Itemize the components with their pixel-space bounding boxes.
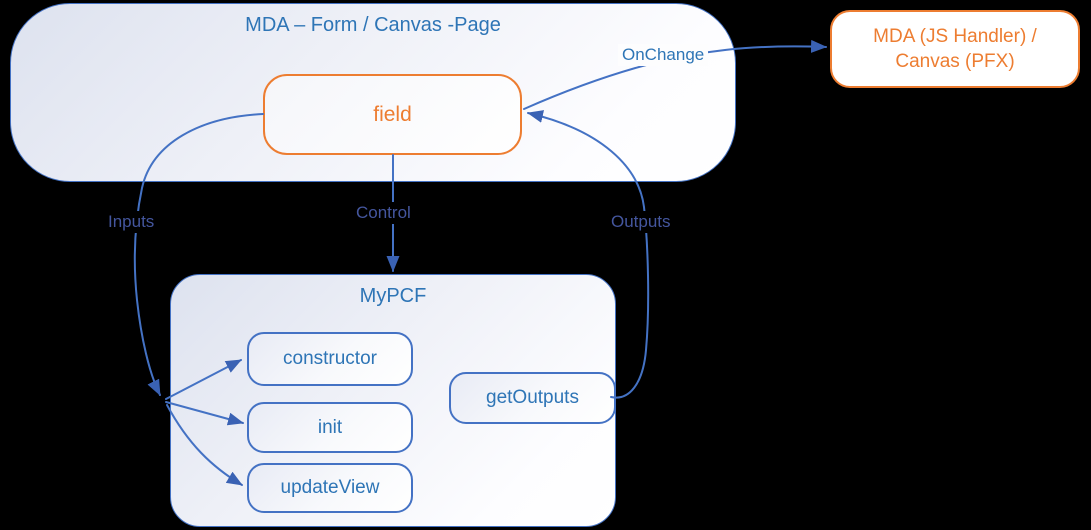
- init-node: init: [247, 402, 413, 453]
- js-handler-label-line1: MDA (JS Handler) /: [873, 26, 1037, 47]
- inputs-edge-label: Inputs: [104, 211, 159, 233]
- js-handler-label-line2: Canvas (PFX): [895, 51, 1015, 72]
- field-node: field: [263, 74, 522, 155]
- form-canvas-page-title: MDA – Form / Canvas -Page: [245, 14, 501, 36]
- mypcf-node: MyPCF constructor init updateView getOut…: [170, 274, 616, 527]
- updateview-label: updateView: [280, 477, 380, 498]
- getoutputs-node: getOutputs: [449, 372, 616, 424]
- constructor-label: constructor: [283, 348, 377, 369]
- init-label: init: [317, 416, 343, 438]
- field-label: field: [373, 102, 412, 126]
- js-handler-node: MDA (JS Handler) / Canvas (PFX): [830, 10, 1080, 88]
- getoutputs-label: getOutputs: [486, 387, 579, 408]
- mypcf-title: MyPCF: [359, 285, 427, 307]
- constructor-node: constructor: [247, 332, 413, 386]
- updateview-node: updateView: [247, 463, 413, 513]
- outputs-edge-label: Outputs: [607, 211, 675, 233]
- control-edge-label: Control: [352, 202, 415, 224]
- onchange-edge-label: OnChange: [618, 44, 709, 66]
